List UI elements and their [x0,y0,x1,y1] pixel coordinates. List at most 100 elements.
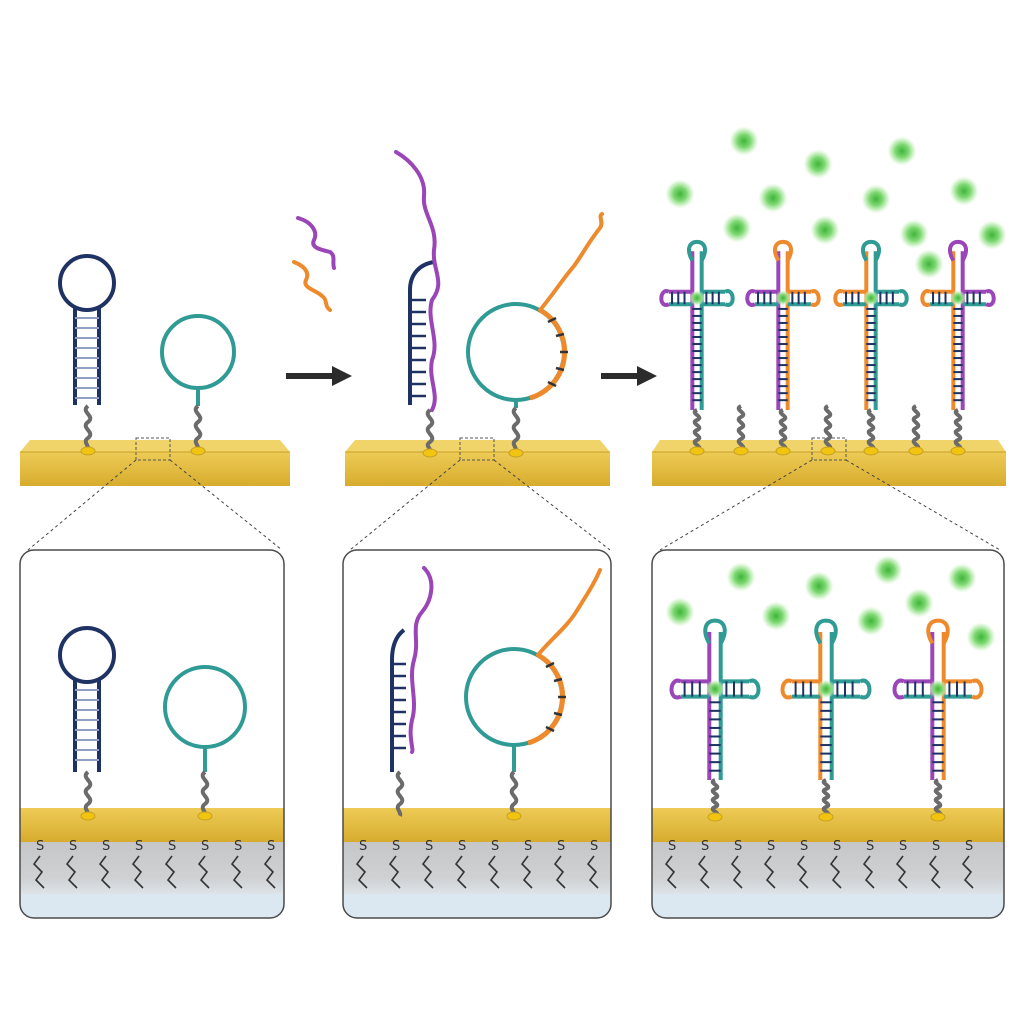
green-dot-icon [977,220,1007,250]
ring-with-target [464,568,602,821]
glass-layer [343,894,611,918]
green-dot-icon [873,555,903,585]
stage2-panel [345,150,610,486]
alkyl-chain [697,855,710,889]
thiol-label: S [590,839,598,854]
stage1-panel [20,254,290,486]
green-dot-icon [810,215,840,245]
alkyl-chain [520,855,533,889]
thiol-label: S [458,839,466,854]
cruciform-structure [780,618,872,780]
zoom-guides [27,459,1001,551]
cruciform-structure [833,239,909,410]
green-dot-icon [761,601,791,631]
thiol-label: S [800,839,808,854]
gold-surface [20,440,290,486]
cruciform-structure [659,239,735,410]
gold-surface [345,440,610,486]
right-arrow-icon [601,366,657,386]
alkyl-chain [131,855,144,889]
alkyl-chain [928,855,941,889]
thiol-label: S [491,839,499,854]
linker [707,778,723,822]
alkyl-chain [961,855,974,889]
thiol-label: S [36,839,44,854]
thiol-label: S [701,839,709,854]
thiol-label: S [833,839,841,854]
linker [775,408,791,456]
thiol-label: S [359,839,367,854]
alkyl-chain [862,855,875,889]
thiol-label: S [201,839,209,854]
hairpin-with-target [394,150,441,412]
inset1-probes [58,626,247,821]
alkyl-chain [730,855,743,889]
cruciform-structure [892,618,984,780]
substrate-layer [20,842,284,894]
linker [422,408,438,458]
thiol-label: S [267,839,275,854]
thiol-label: S [234,839,242,854]
hairpin-probe [58,254,116,405]
green-dot-icon [899,219,929,249]
hairpin-with-target [390,566,434,817]
ring-probe [160,314,236,406]
green-dot-icon [947,563,977,593]
thiol-label: S [668,839,676,854]
alkyl-chain [829,855,842,889]
inset2-probes [390,566,602,821]
alkyl-chain [586,855,599,889]
green-dot-icon [729,126,759,156]
zoom-marker [459,437,495,461]
inset3-assemblies [669,618,984,822]
linker [80,404,96,456]
alkyl-chain [197,855,210,889]
alkyl-chain [388,855,401,889]
alkyl-chain [230,855,243,889]
linker [950,408,966,456]
thiol-label: S [135,839,143,854]
alkyl-chain [553,855,566,889]
green-dot-icon [863,290,879,306]
gold-layer [343,808,611,842]
green-dot-icon [665,179,695,209]
alkyl-chain [164,855,177,889]
thiol-label: S [557,839,565,854]
ring-probe [163,665,247,821]
green-dot-icon [722,213,752,243]
linker [930,778,946,822]
green-dot-icon [816,679,836,699]
thiol-label: S [965,839,973,854]
green-dot-icon [665,597,695,627]
linker [733,404,749,456]
alkyl-chain [65,855,78,889]
cruciform-structure [745,239,821,410]
green-dot-icon [804,571,834,601]
cruciform-structure [920,239,996,410]
thiol-label: S [102,839,110,854]
green-dot-icon [966,622,996,652]
hairpin-probe [58,626,116,821]
substrate-layer [343,842,611,894]
substrate-layer [652,842,1004,894]
green-dot-icon [758,183,788,213]
linker [689,408,705,456]
green-dot-icon [861,184,891,214]
alkyl-chain [98,855,111,889]
stage3-panel [652,239,1006,486]
thiol-label: S [767,839,775,854]
green-dot-icon [904,588,934,618]
green-dot-icon [914,249,944,279]
thiol-label: S [524,839,532,854]
green-dot-icon [950,290,966,306]
alkyl-chain [421,855,434,889]
thiol-label: S [168,839,176,854]
alkyl-chain [796,855,809,889]
thiol-label: S [866,839,874,854]
